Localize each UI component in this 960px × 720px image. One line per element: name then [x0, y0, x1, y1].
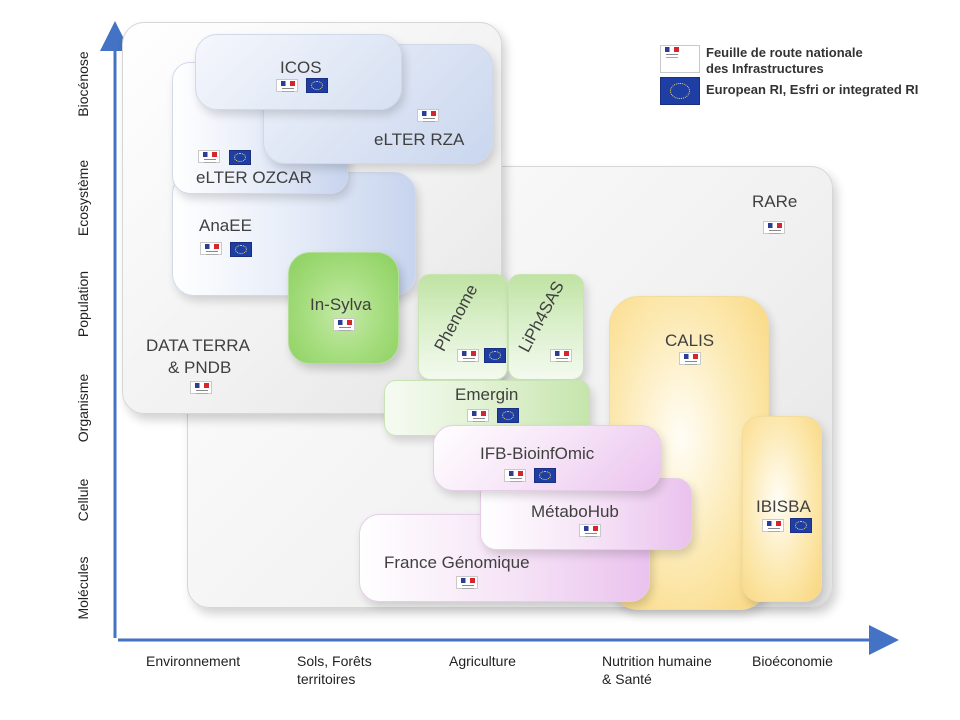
- x-label-line: Agriculture: [449, 653, 516, 669]
- eu-flag-icon: [790, 518, 812, 533]
- eu-flag-icon: [534, 468, 556, 483]
- fr-flag-icon: [190, 381, 212, 394]
- fr-flag-icon: [456, 576, 478, 589]
- y-label-ecosysteme: Ecosystème: [75, 159, 91, 237]
- anaee-label: AnaEE: [199, 216, 252, 235]
- x-label-agriculture: Agriculture: [449, 652, 516, 670]
- ibisba-label: IBISBA: [756, 497, 811, 516]
- liph4sas-box: [508, 274, 584, 380]
- icos-box: [195, 34, 402, 110]
- eu-flag-icon: [229, 150, 251, 165]
- y-label-population: Population: [75, 270, 91, 338]
- emergin-label: Emergin: [455, 385, 519, 404]
- x-label-line: Environnement: [146, 653, 241, 669]
- legend-eu-flag-icon: [660, 77, 700, 105]
- legend-national-label: Feuille de route nationale des Infrastru…: [706, 45, 863, 76]
- fr-flag-icon: [198, 150, 220, 163]
- fr-flag-icon: [457, 349, 479, 362]
- in-sylva-label: In-Sylva: [310, 295, 372, 314]
- icos-label: ICOS: [280, 58, 322, 77]
- data-terra-label: DATA TERRA: [146, 336, 250, 355]
- eu-flag-icon: [306, 78, 328, 93]
- ifb-label: IFB-BioinfOmic: [480, 444, 595, 463]
- elter-ozcar-label: eLTER OZCAR: [196, 168, 312, 187]
- legend-fr-flag-icon: [660, 45, 700, 73]
- y-label-cellule: Cellule: [75, 478, 91, 522]
- eu-flag-icon: [230, 242, 252, 257]
- x-label-environnement: Environnement: [146, 652, 240, 670]
- legend-european-label: European RI, Esfri or integrated RI: [706, 82, 919, 97]
- x-label-line: Bioéconomie: [752, 653, 833, 669]
- fr-flag-icon: [200, 242, 222, 255]
- fr-flag-icon: [467, 409, 489, 422]
- ibisba-box: [742, 416, 822, 602]
- y-label-organisme: Organisme: [75, 373, 91, 443]
- metabohub-label: MétaboHub: [531, 502, 619, 521]
- rare-label: RARe: [752, 192, 798, 211]
- x-label-line: Nutrition humaine: [602, 653, 712, 669]
- fr-flag-icon: [276, 79, 298, 92]
- fr-flag-icon: [504, 469, 526, 482]
- eu-flag-icon: [497, 408, 519, 423]
- fr-flag-icon: [550, 349, 572, 362]
- fr-flag-icon: [333, 318, 355, 331]
- fr-flag-icon: [763, 221, 785, 234]
- calis-label: CALIS: [665, 331, 715, 350]
- x-label-nutrition-sante: Nutrition humaine & Santé: [602, 652, 712, 688]
- elter-rza-label: eLTER RZA: [374, 130, 465, 149]
- x-label-bioeconomie: Bioéconomie: [752, 652, 833, 670]
- x-label-line: & Santé: [602, 671, 652, 687]
- fr-flag-icon: [762, 519, 784, 532]
- fr-flag-icon: [417, 109, 439, 122]
- eu-flag-icon: [484, 348, 506, 363]
- x-label-line: territoires: [297, 671, 356, 687]
- data-terra-label-line2: & PNDB: [168, 358, 232, 377]
- fr-flag-icon: [679, 352, 701, 365]
- y-label-molecules: Molécules: [75, 556, 91, 620]
- france-genomique-label: France Génomique: [384, 553, 530, 572]
- in-sylva-box: [288, 252, 399, 364]
- fr-flag-icon: [579, 524, 601, 537]
- y-label-biocenose: Biocénose: [75, 51, 91, 117]
- x-label-sols-forets: Sols, Forêts territoires: [297, 652, 372, 688]
- x-label-line: Sols, Forêts: [297, 653, 372, 669]
